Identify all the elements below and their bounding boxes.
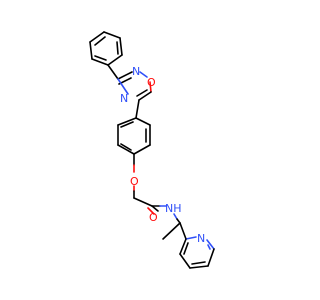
bond bbox=[136, 89, 148, 97]
bond bbox=[103, 31, 121, 39]
bond bbox=[89, 31, 105, 43]
bond-lines bbox=[89, 31, 215, 269]
bond bbox=[119, 37, 123, 56]
oxadiazole-n-bottom-label: N bbox=[120, 92, 128, 105]
bond bbox=[189, 265, 209, 269]
bond bbox=[138, 91, 152, 101]
bond bbox=[91, 58, 109, 66]
oxadiazole-o-label: O bbox=[147, 76, 156, 89]
bond bbox=[147, 207, 155, 215]
bond bbox=[191, 261, 206, 265]
bond bbox=[185, 236, 197, 240]
bond bbox=[120, 121, 134, 128]
bond bbox=[179, 253, 191, 269]
bond bbox=[176, 218, 181, 224]
bond bbox=[173, 213, 178, 220]
bond bbox=[139, 71, 148, 78]
bond bbox=[179, 222, 187, 240]
bond bbox=[117, 117, 137, 126]
bond bbox=[117, 78, 129, 95]
bond bbox=[207, 248, 215, 267]
bond bbox=[117, 144, 135, 155]
molecule-structure-diagram: N O N O O NH N bbox=[89, 31, 215, 269]
bond bbox=[94, 36, 106, 46]
carbonyl-o-label: O bbox=[149, 211, 158, 224]
bond bbox=[89, 41, 93, 60]
bond bbox=[162, 222, 181, 240]
bond bbox=[133, 197, 153, 207]
bond bbox=[149, 81, 152, 93]
bond bbox=[151, 205, 159, 212]
bond bbox=[135, 117, 151, 126]
ether-o-label: O bbox=[130, 175, 139, 188]
bond bbox=[120, 143, 132, 151]
bond bbox=[94, 55, 107, 61]
bond bbox=[206, 239, 215, 250]
bond bbox=[107, 54, 123, 66]
pyridine-n-label: N bbox=[197, 232, 205, 245]
bond bbox=[116, 41, 119, 55]
amide-nh-label: NH bbox=[165, 202, 182, 215]
bond bbox=[135, 99, 140, 119]
atom-labels: N O N O O NH N bbox=[120, 65, 205, 245]
oxadiazole-n-top-label: N bbox=[132, 65, 140, 78]
bond bbox=[179, 238, 187, 255]
bond bbox=[117, 71, 133, 80]
bond bbox=[207, 244, 211, 250]
bond bbox=[183, 242, 189, 255]
bond bbox=[133, 144, 151, 155]
bond bbox=[107, 64, 119, 80]
